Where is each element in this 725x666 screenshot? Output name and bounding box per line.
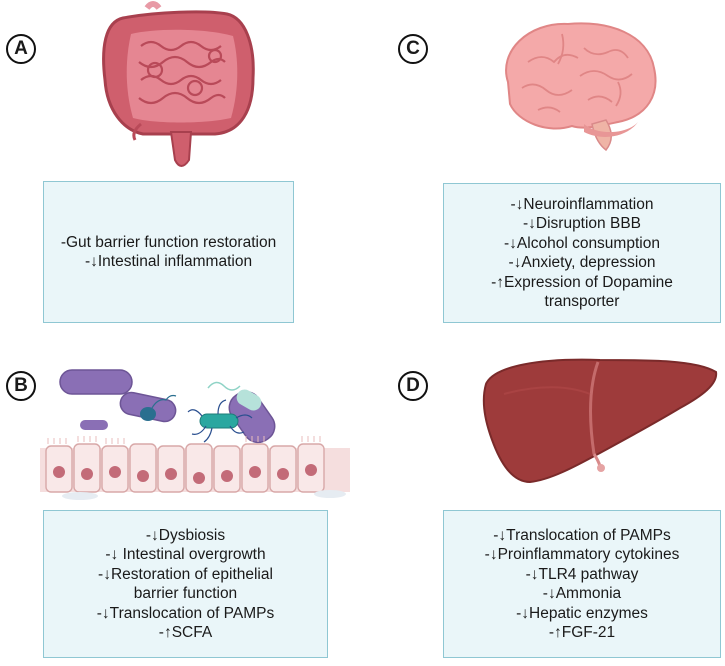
panel-c-box: -↓Neuroinflammation -↓Disruption BBB -↓A… bbox=[443, 183, 721, 323]
panel-d-item: -↑FGF-21 bbox=[548, 624, 616, 641]
panel-c-list: -↓Neuroinflammation -↓Disruption BBB -↓A… bbox=[470, 195, 695, 312]
panel-a-item: -↓Intestinal inflammation bbox=[84, 253, 253, 270]
panel-a-item: -Gut barrier function restoration bbox=[60, 233, 277, 251]
panel-b-badge: B bbox=[6, 371, 36, 401]
panel-b-box: -↓Dysbiosis -↓ Intestinal overgrowth -↓R… bbox=[43, 510, 328, 658]
panel-c-item: -↑Expression of Dopamine transporter bbox=[491, 273, 673, 311]
brain-icon bbox=[505, 22, 657, 152]
panel-c-item: -↓Alcohol consumption bbox=[504, 234, 660, 252]
panel-c-item: -↓Anxiety, depression bbox=[508, 254, 656, 271]
panel-d-item: -↓Hepatic enzymes bbox=[516, 604, 648, 622]
liver-icon bbox=[482, 358, 718, 484]
panel-b-item: -↑SCFA bbox=[158, 624, 213, 641]
panel-a-list: -Gut barrier function restoration -↓Inte… bbox=[61, 233, 276, 272]
panel-a-badge: A bbox=[6, 34, 36, 64]
panel-d-list: -↓Translocation of PAMPs -↓Proinflammato… bbox=[485, 526, 680, 643]
panel-a-box: -Gut barrier function restoration -↓Inte… bbox=[43, 181, 294, 323]
panel-c-item: -↓Disruption BBB bbox=[522, 215, 641, 232]
panel-d-item: -↓TLR4 pathway bbox=[525, 565, 639, 583]
bacteria-epithelium-icon bbox=[40, 369, 350, 500]
panel-c-item: -↓Neuroinflammation bbox=[510, 195, 654, 213]
panel-d-item: -↓Proinflammatory cytokines bbox=[484, 546, 680, 563]
panel-b-list: -↓Dysbiosis -↓ Intestinal overgrowth -↓R… bbox=[86, 526, 286, 643]
panel-b-item: -↓Translocation of PAMPs bbox=[96, 604, 275, 622]
panel-d-item: -↓Translocation of PAMPs bbox=[493, 526, 671, 544]
panel-b-item: -↓Dysbiosis bbox=[145, 526, 226, 544]
intestine-icon bbox=[102, 1, 255, 167]
panel-c-badge: C bbox=[398, 34, 428, 64]
panel-b-item: -↓ Intestinal overgrowth bbox=[105, 546, 266, 563]
panel-d-box: -↓Translocation of PAMPs -↓Proinflammato… bbox=[443, 510, 721, 658]
panel-d-item: -↓Ammonia bbox=[542, 585, 622, 602]
panel-d-badge: D bbox=[398, 371, 428, 401]
panel-b-item: -↓Restoration of epithelial barrier func… bbox=[98, 565, 273, 603]
